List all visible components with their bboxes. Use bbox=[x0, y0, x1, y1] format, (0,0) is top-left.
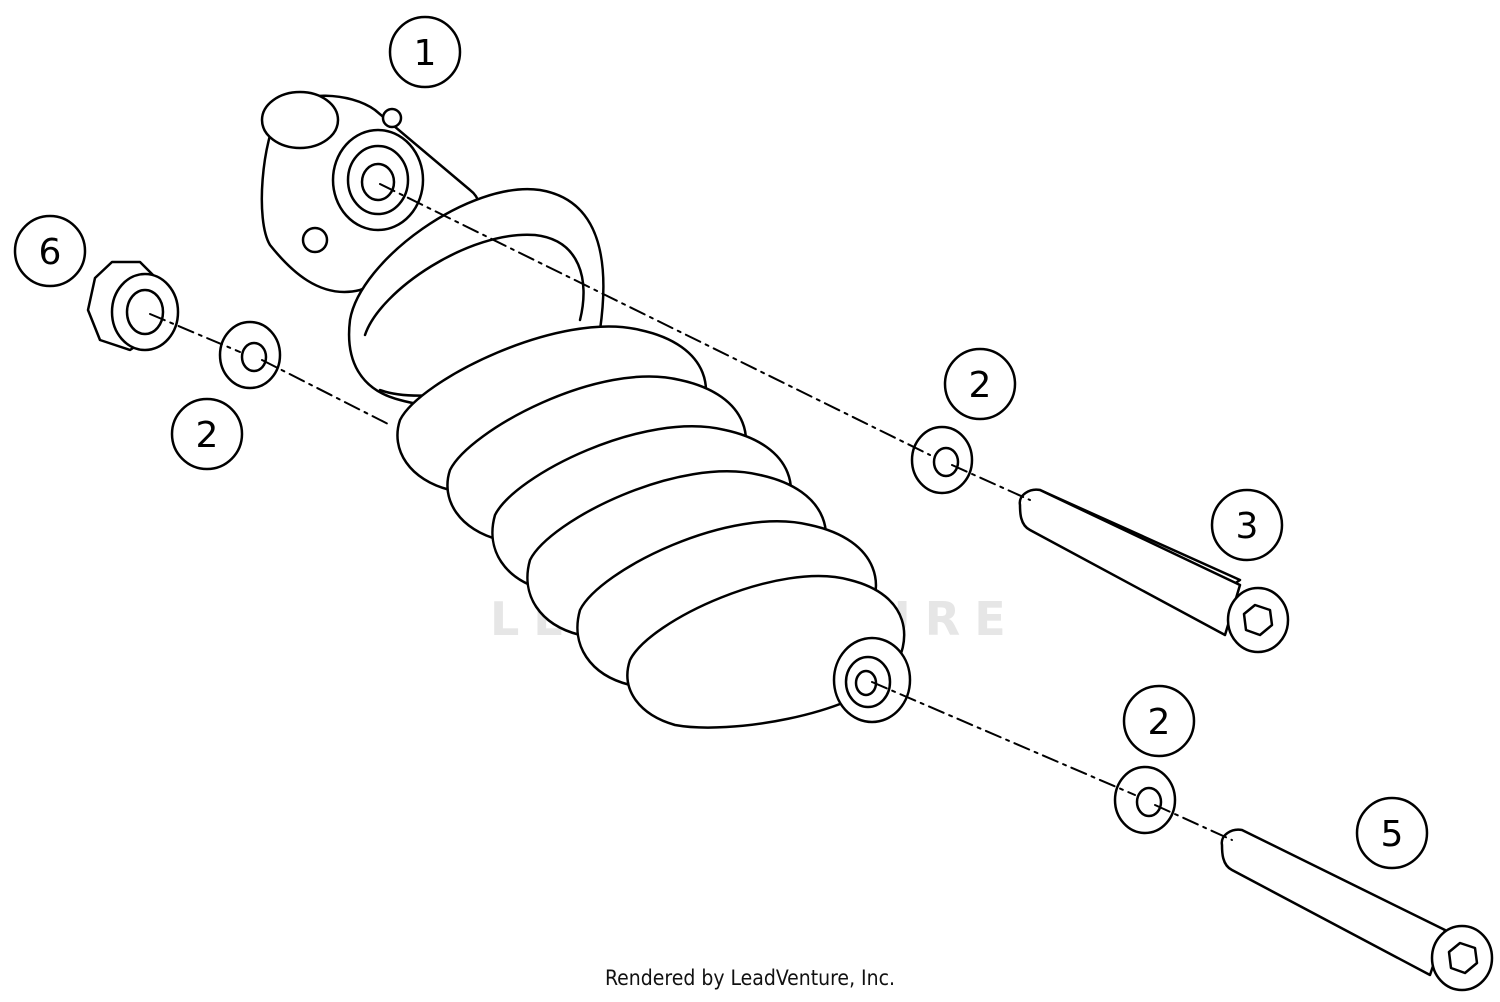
washer-lower-right[interactable] bbox=[1113, 765, 1177, 835]
svg-text:2: 2 bbox=[969, 365, 992, 406]
shock-absorber[interactable] bbox=[260, 90, 912, 729]
svg-text:2: 2 bbox=[196, 415, 219, 456]
callout-2-upper-right: 2 bbox=[943, 347, 1017, 421]
svg-text:1: 1 bbox=[414, 33, 437, 74]
svg-text:2: 2 bbox=[1148, 702, 1171, 743]
callout-1: 1 bbox=[388, 15, 462, 89]
callout-6: 6 bbox=[13, 214, 87, 288]
bolt-lower[interactable] bbox=[1220, 828, 1494, 992]
washer-left[interactable] bbox=[218, 320, 282, 390]
svg-text:5: 5 bbox=[1381, 814, 1404, 855]
svg-text:6: 6 bbox=[39, 232, 62, 273]
washer-upper-right[interactable] bbox=[910, 425, 974, 495]
callout-2-lower-right: 2 bbox=[1122, 684, 1196, 758]
footer-credit: Rendered by LeadVenture, Inc. bbox=[605, 966, 895, 990]
callout-5: 5 bbox=[1355, 796, 1429, 870]
flange-nut[interactable] bbox=[86, 260, 180, 352]
assembly-lines bbox=[149, 183, 1233, 841]
callout-3: 3 bbox=[1210, 488, 1284, 562]
callout-2-left: 2 bbox=[170, 397, 244, 471]
svg-text:3: 3 bbox=[1236, 506, 1259, 547]
